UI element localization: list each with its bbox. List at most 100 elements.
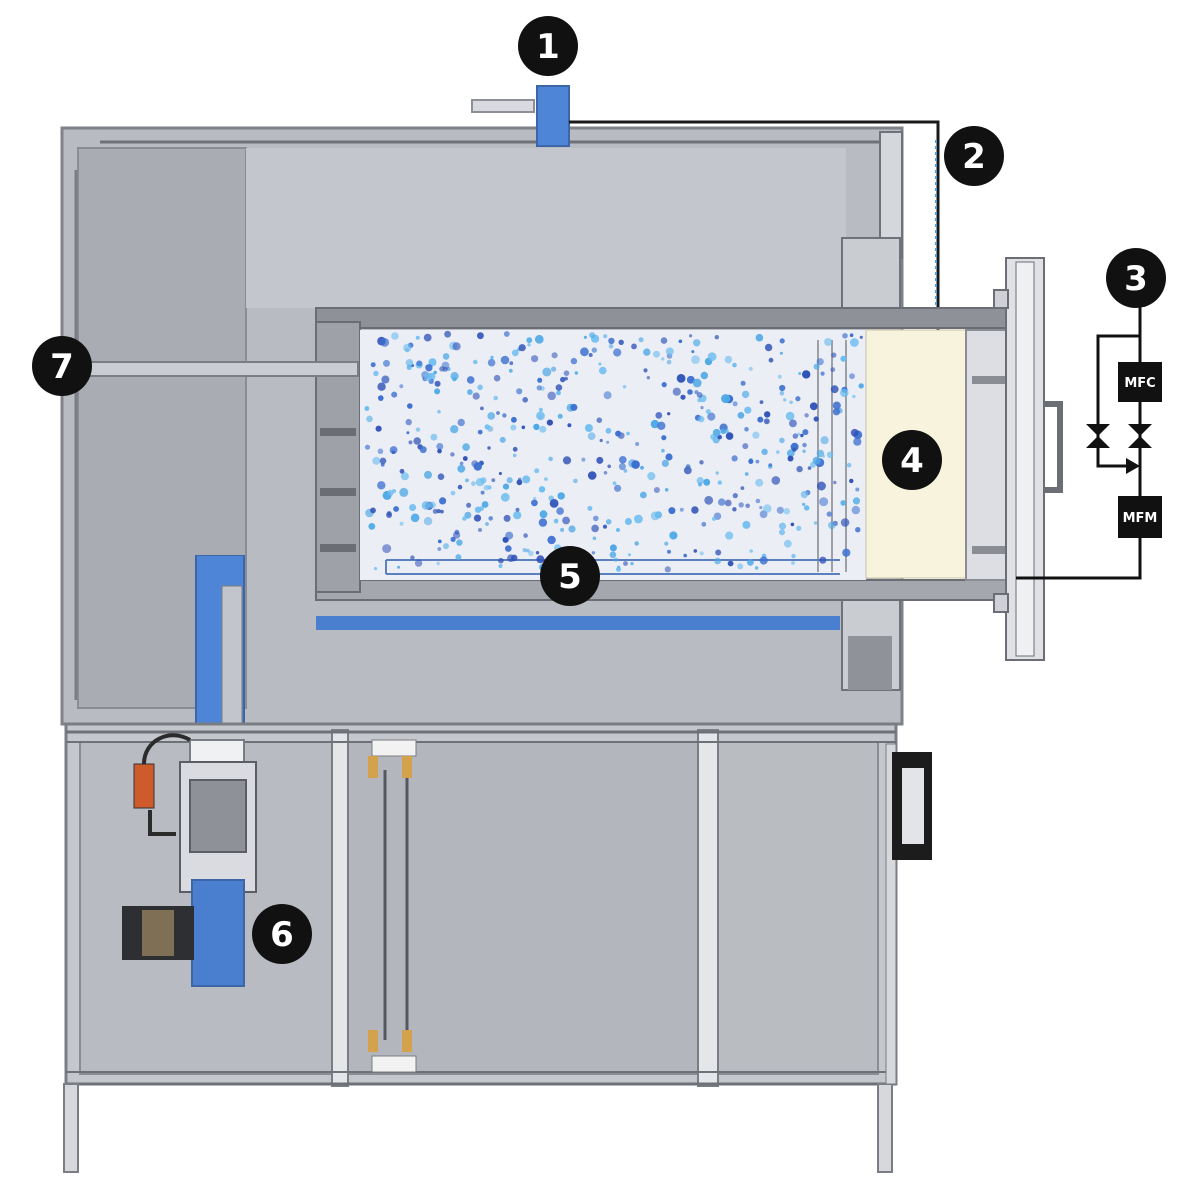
particle bbox=[738, 502, 744, 508]
particle bbox=[580, 347, 589, 357]
particle bbox=[538, 486, 546, 493]
particle bbox=[666, 359, 672, 365]
particle bbox=[556, 390, 561, 396]
particle bbox=[609, 551, 617, 559]
particle bbox=[646, 376, 650, 380]
particle bbox=[742, 520, 751, 529]
callout-2: 2 bbox=[944, 126, 1004, 186]
particle bbox=[546, 419, 554, 426]
particle bbox=[562, 516, 570, 525]
particle bbox=[515, 507, 520, 512]
particle bbox=[707, 352, 717, 361]
particle bbox=[503, 331, 510, 337]
particle bbox=[661, 382, 667, 388]
particle bbox=[842, 548, 851, 557]
particle bbox=[437, 409, 441, 414]
particle bbox=[826, 511, 832, 517]
particle bbox=[720, 428, 727, 435]
particle bbox=[523, 533, 528, 538]
particle bbox=[380, 338, 390, 347]
particle bbox=[813, 363, 820, 370]
particle bbox=[485, 522, 489, 526]
particle bbox=[764, 411, 771, 418]
particle bbox=[779, 522, 786, 530]
callout-3-label: 3 bbox=[1124, 259, 1148, 299]
particle bbox=[721, 394, 731, 404]
particle bbox=[796, 525, 802, 531]
particle bbox=[498, 557, 504, 564]
particle bbox=[840, 500, 846, 506]
particle bbox=[850, 428, 859, 437]
particle bbox=[724, 355, 733, 364]
particle bbox=[693, 549, 698, 553]
particle bbox=[712, 428, 721, 437]
particle bbox=[714, 335, 719, 340]
particle bbox=[434, 380, 441, 387]
particle bbox=[378, 395, 384, 401]
particle bbox=[691, 506, 699, 514]
particle bbox=[570, 403, 578, 411]
particle bbox=[824, 338, 833, 346]
particle bbox=[477, 332, 484, 340]
particle bbox=[522, 548, 527, 553]
particle bbox=[536, 411, 545, 421]
particle bbox=[462, 456, 468, 461]
particle bbox=[480, 477, 487, 484]
particle bbox=[415, 427, 421, 432]
particle bbox=[391, 332, 399, 340]
particle bbox=[375, 425, 382, 432]
particle bbox=[623, 469, 628, 473]
particle bbox=[779, 338, 785, 344]
particle bbox=[653, 487, 660, 493]
particle bbox=[521, 425, 526, 430]
particle bbox=[791, 561, 795, 565]
particle bbox=[608, 344, 614, 349]
particle bbox=[502, 413, 507, 418]
particle bbox=[732, 507, 737, 512]
particle bbox=[804, 413, 809, 418]
particle bbox=[487, 412, 496, 420]
particle bbox=[703, 478, 711, 486]
chamber-door bbox=[993, 257, 1063, 661]
particle bbox=[471, 481, 476, 486]
particle bbox=[812, 456, 821, 465]
particle bbox=[498, 564, 503, 568]
particle bbox=[444, 330, 451, 338]
particle bbox=[399, 384, 404, 389]
particle bbox=[413, 437, 422, 445]
particle bbox=[538, 518, 548, 527]
particle bbox=[556, 507, 564, 515]
particle bbox=[481, 501, 489, 508]
particle bbox=[382, 544, 392, 554]
particle bbox=[807, 466, 812, 470]
particle bbox=[792, 433, 798, 439]
inlet-duct bbox=[471, 85, 570, 147]
particle bbox=[551, 352, 558, 359]
particle bbox=[425, 364, 433, 372]
particle bbox=[669, 531, 678, 540]
particle bbox=[698, 415, 705, 423]
particle bbox=[718, 498, 726, 506]
particle bbox=[667, 549, 671, 554]
particle bbox=[638, 337, 644, 343]
particle bbox=[858, 383, 864, 389]
particle bbox=[536, 385, 542, 391]
particle bbox=[386, 511, 392, 516]
particle bbox=[849, 373, 855, 380]
particle bbox=[406, 431, 410, 435]
particle bbox=[592, 536, 597, 541]
particle bbox=[775, 450, 780, 454]
particle bbox=[535, 551, 540, 555]
particle bbox=[665, 347, 674, 356]
particle bbox=[605, 427, 612, 434]
particle bbox=[560, 527, 565, 532]
particle bbox=[602, 524, 608, 529]
particle bbox=[705, 409, 711, 415]
return-duct bbox=[195, 555, 245, 741]
particle bbox=[591, 347, 597, 353]
callout-4-label: 4 bbox=[900, 441, 924, 481]
particle bbox=[635, 442, 640, 446]
particle bbox=[653, 350, 660, 358]
particle bbox=[493, 374, 501, 382]
